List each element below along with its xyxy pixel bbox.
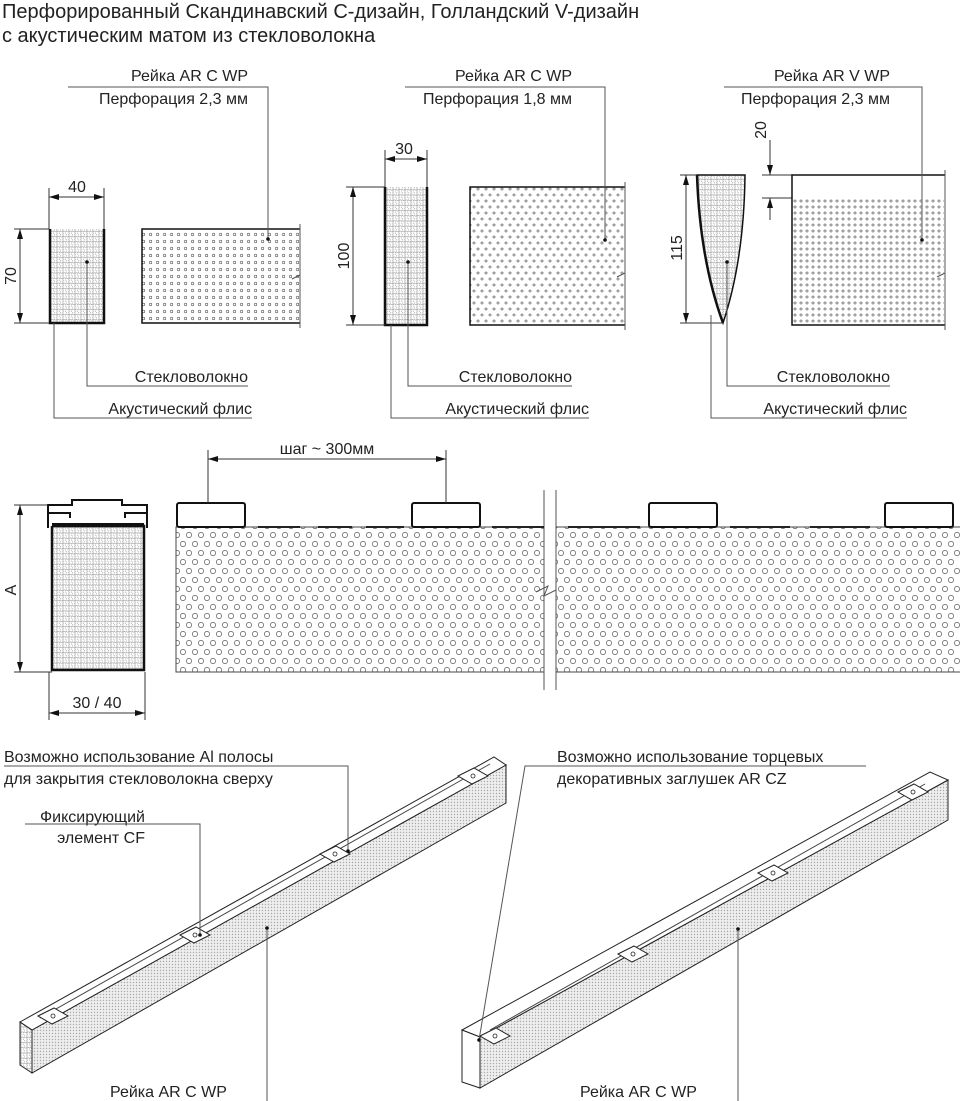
- slat-label: Рейка AR C WP: [580, 1084, 697, 1101]
- height-dimension: 115: [669, 235, 686, 261]
- assembly-section: A 30 / 40 шаг ~ 300мм: [3, 441, 960, 720]
- perforated-panel: [142, 229, 299, 323]
- height-label-a: A: [3, 584, 20, 595]
- isometric-slat-left: Возможно использование Al полосы для зак…: [4, 749, 507, 1101]
- perforation-label: Перфорация 2,3 мм: [99, 91, 248, 108]
- width-dimension: 30: [395, 141, 413, 158]
- perforation-label: Перфорация 2,3 мм: [741, 91, 890, 108]
- fiberglass-label: Стекловолокно: [777, 369, 890, 386]
- fiberglass-core: [50, 229, 104, 323]
- profile-c-30x100: 30 100 Рейка AR C WP Перфорация 1,8 мм С…: [336, 68, 626, 419]
- end-caps-note-line-2: декоративных заглушек AR CZ: [557, 771, 787, 788]
- slat-name: Рейка AR C WP: [131, 68, 248, 85]
- title-line-1: Перфорированный Скандинавский C-дизайн, …: [2, 1, 639, 23]
- end-cap: [461, 1029, 481, 1089]
- width-dimension: 40: [68, 179, 86, 196]
- slat-label: Рейка AR C WP: [110, 1084, 227, 1101]
- fiberglass-label: Стекловолокно: [135, 369, 248, 386]
- al-strip-note-line-2: для закрытия стекловолокна сверху: [4, 771, 273, 788]
- clip-note-line-1: Фиксирующий: [40, 809, 145, 826]
- fleece-label: Акустический флис: [763, 401, 907, 418]
- isometric-slat-right: Возможно использование торцевых декорати…: [460, 749, 950, 1101]
- height-dimension: 70: [3, 267, 20, 285]
- al-strip-note-line-1: Возможно использование Al полосы: [4, 749, 273, 766]
- pitch-label: шаг ~ 300мм: [280, 441, 375, 458]
- profile-c-40x70: 40 70 Рейка AR C WP Перфорация 2,3 мм Ст…: [3, 68, 301, 419]
- clip-note-line-2: элемент CF: [57, 830, 145, 847]
- slat-name: Рейка AR C WP: [455, 68, 572, 85]
- fiberglass-label: Стекловолокно: [459, 369, 572, 386]
- perforation-label: Перфорация 1,8 мм: [423, 91, 572, 108]
- width-label: 30 / 40: [73, 695, 122, 712]
- fleece-label: Акустический флис: [108, 401, 252, 418]
- fleece-label: Акустический флис: [445, 401, 589, 418]
- profile-v-115: 115 20 Рейка AR V WP Перфорация 2,3 мм С…: [669, 68, 946, 419]
- height-dimension: 100: [336, 243, 353, 270]
- slat-name: Рейка AR V WP: [774, 68, 890, 85]
- clips: [176, 502, 954, 528]
- end-caps-note-line-1: Возможно использование торцевых: [557, 749, 823, 766]
- title-line-2: с акустическим матом из стекловолокна: [2, 25, 376, 47]
- offset-dimension: 20: [753, 121, 770, 139]
